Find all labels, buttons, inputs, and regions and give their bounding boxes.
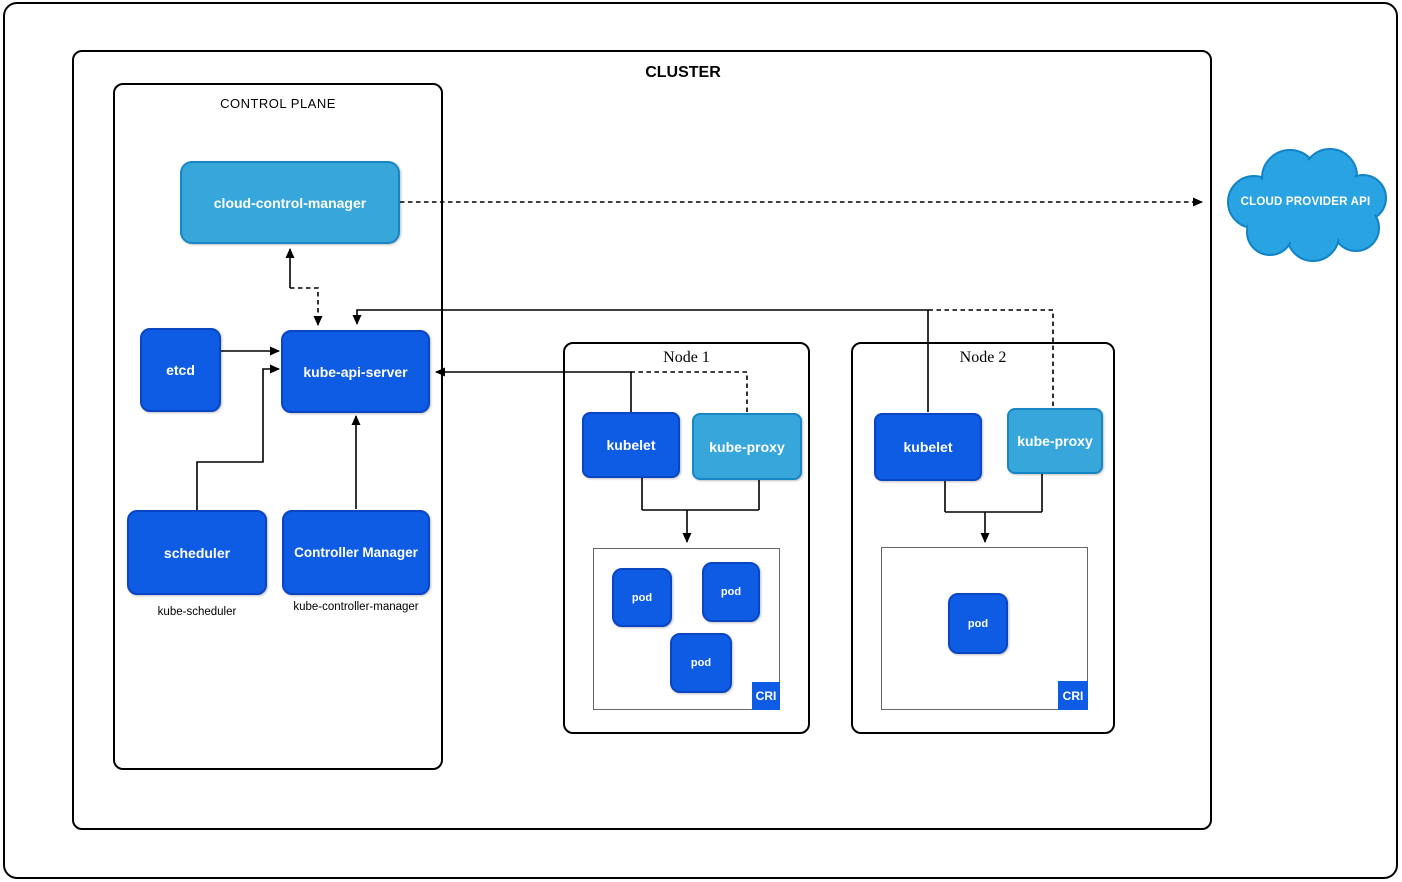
control-plane-label: CONTROL PLANE (220, 96, 336, 111)
scheduler-box: scheduler (127, 510, 267, 595)
node1-pod-2: pod (702, 562, 760, 622)
node1-pod-1: pod (612, 568, 672, 627)
node1-kubelet-box: kubelet (582, 412, 680, 478)
outer-border (3, 2, 1398, 879)
node1-kube-proxy-box: kube-proxy (692, 413, 802, 480)
etcd-box: etcd (140, 328, 221, 412)
cloud-provider-api-label: CLOUD PROVIDER API (1240, 196, 1371, 208)
cluster-box (72, 50, 1212, 830)
cloud-control-manager-box: cloud-control-manager (180, 161, 400, 244)
node1-label: Node 1 (663, 349, 710, 366)
node2-pod-1: pod (948, 593, 1008, 654)
kube-api-server-box: kube-api-server (281, 330, 430, 413)
node1-pod-3: pod (670, 633, 732, 693)
node2-kubelet-box: kubelet (874, 413, 982, 481)
scheduler-caption: kube-scheduler (157, 606, 237, 618)
node2-cri-badge: CRI (1058, 681, 1088, 710)
node2-kube-proxy-box: kube-proxy (1007, 408, 1103, 474)
node2-box (851, 342, 1115, 734)
controller-manager-box: Controller Manager (282, 510, 430, 595)
cluster-label: CLUSTER (645, 64, 721, 81)
node2-label: Node 2 (959, 349, 1007, 366)
cloud-provider-api-shape (1227, 148, 1387, 262)
controller-manager-caption: kube-controller-manager (293, 601, 419, 613)
control-plane-box (113, 83, 443, 770)
node1-cri-badge: CRI (752, 682, 780, 710)
